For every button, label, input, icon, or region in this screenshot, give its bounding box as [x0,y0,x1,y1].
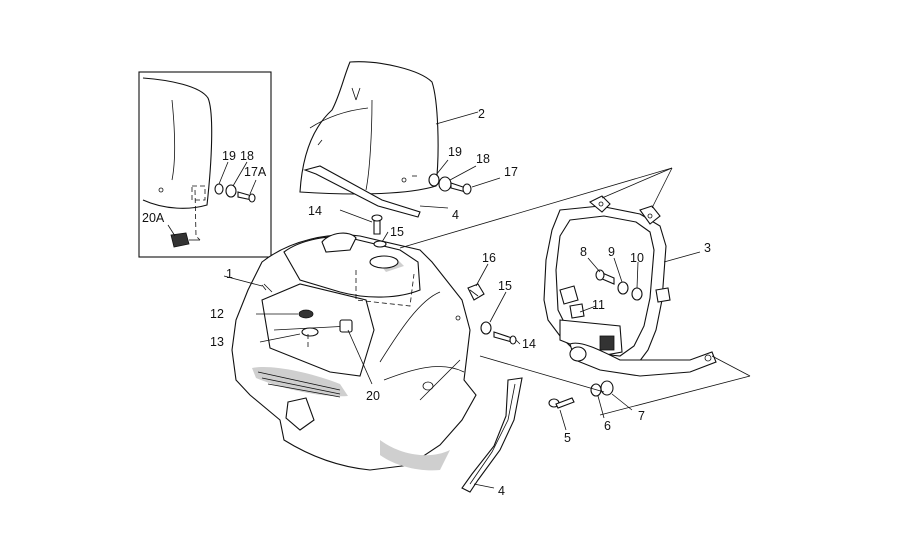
bottom-fasteners [548,380,633,431]
callout-9: 9 [608,245,615,259]
frame-fasteners [579,251,701,313]
fairing-body-part [231,232,477,471]
callout-15-top: 15 [390,225,404,239]
small-parts [256,205,521,385]
edge-strip-part [461,377,523,493]
callout-19: 19 [448,145,462,159]
callout-14-top: 14 [308,204,322,218]
windscreen-part [299,61,439,218]
callout-12: 12 [210,307,224,321]
callout-6: 6 [604,419,611,433]
top-fasteners [412,159,501,195]
callout-17: 17 [504,165,518,179]
callout-14-right: 14 [522,337,536,351]
callout-7: 7 [638,409,645,423]
inset-callout-19: 19 [222,149,236,163]
inset-callout-18: 18 [240,149,254,163]
callout-labels: 1 2 3 4 4 5 6 7 8 9 10 11 12 13 14 14 15… [142,107,711,498]
assembly-lines [223,111,751,416]
callout-8: 8 [580,245,587,259]
callout-1: 1 [226,267,233,281]
callout-15-right: 15 [498,279,512,293]
callout-4-top: 4 [452,208,459,222]
callout-11: 11 [592,298,605,312]
callout-18: 18 [476,152,490,166]
inset-detail-box [138,71,272,258]
inset-callout-17a: 17A [244,165,267,179]
callout-5: 5 [564,431,571,445]
callout-20: 20 [366,389,380,403]
callout-10: 10 [630,251,644,265]
mounting-frame-part [543,195,717,377]
callout-3: 3 [704,241,711,255]
callout-4-bottom: 4 [498,484,505,498]
callout-13: 13 [210,335,224,349]
inset-callout-20a: 20A [142,211,165,225]
callout-2: 2 [478,107,485,121]
callout-16: 16 [482,251,496,265]
